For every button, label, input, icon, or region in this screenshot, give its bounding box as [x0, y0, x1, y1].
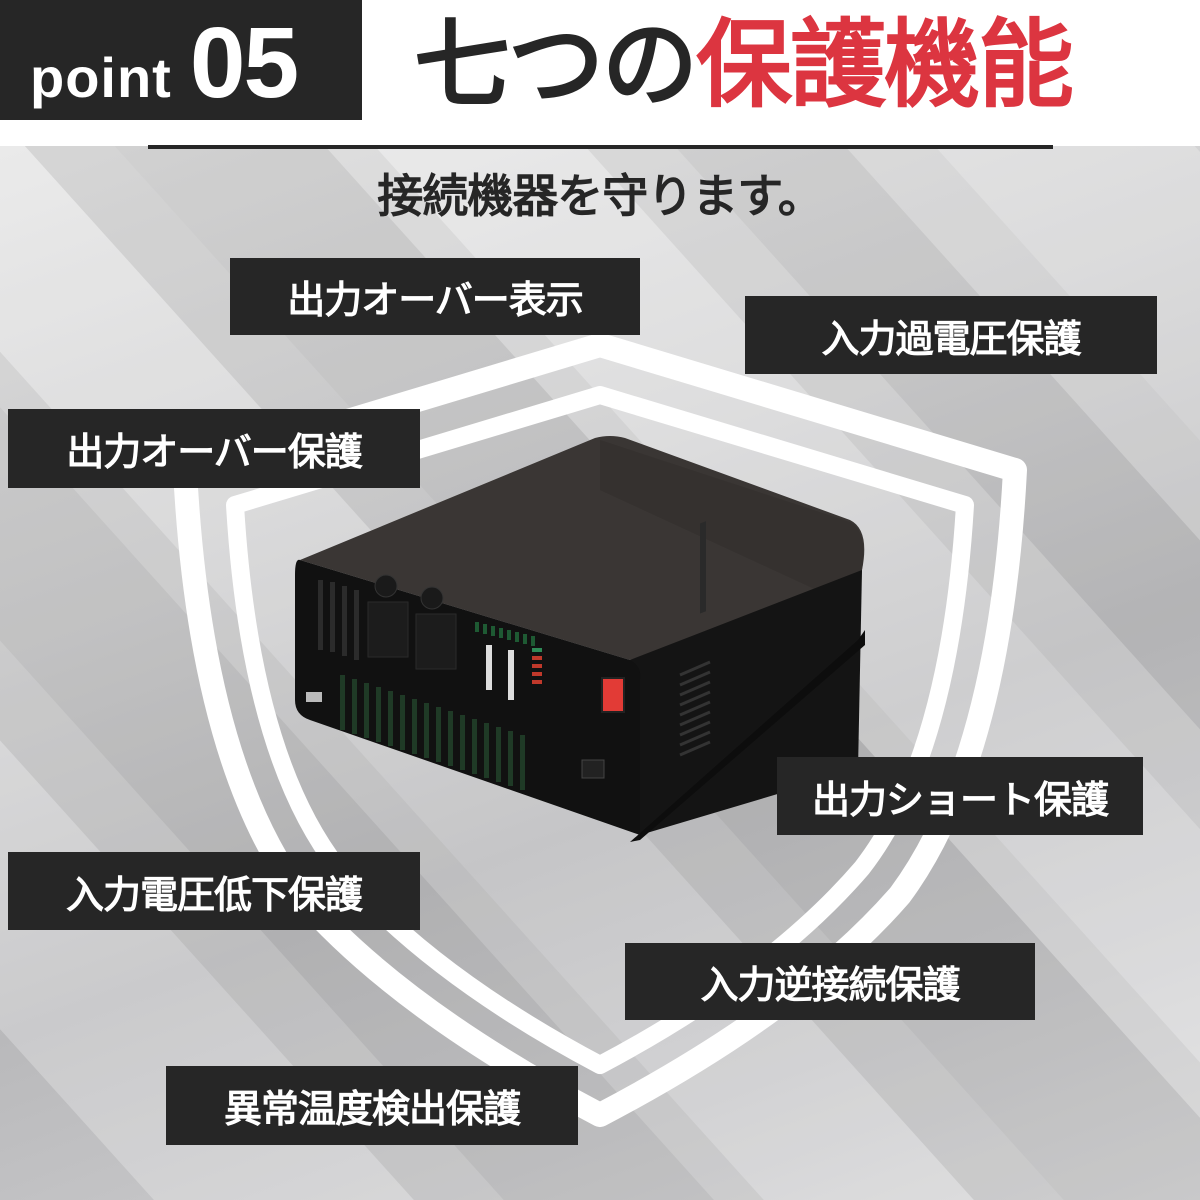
title-red-part: 保護機能	[696, 9, 1074, 121]
title-dark-part: 七つの	[414, 9, 698, 121]
feature-label-output-over-protection: 出力オーバー保護	[8, 409, 420, 488]
page-title: 七つの保護機能	[414, 9, 1074, 121]
feature-label-abnormal-temperature-protection: 異常温度検出保護	[166, 1066, 578, 1145]
feature-label-input-overvoltage-protection: 入力過電圧保護	[745, 296, 1157, 374]
feature-label-output-over-display: 出力オーバー表示	[230, 258, 640, 335]
feature-label-input-reverse-connection-protection: 入力逆接続保護	[625, 943, 1035, 1020]
point-badge: point 05	[0, 0, 362, 120]
subtitle: 接続機器を守ります。	[377, 169, 823, 223]
feature-label-input-undervoltage-protection: 入力電圧低下保護	[8, 852, 420, 930]
feature-label-output-short-protection: 出力ショート保護	[777, 757, 1143, 835]
point-word: point	[30, 46, 172, 109]
point-number: 05	[189, 7, 299, 119]
title-divider	[148, 145, 1053, 149]
